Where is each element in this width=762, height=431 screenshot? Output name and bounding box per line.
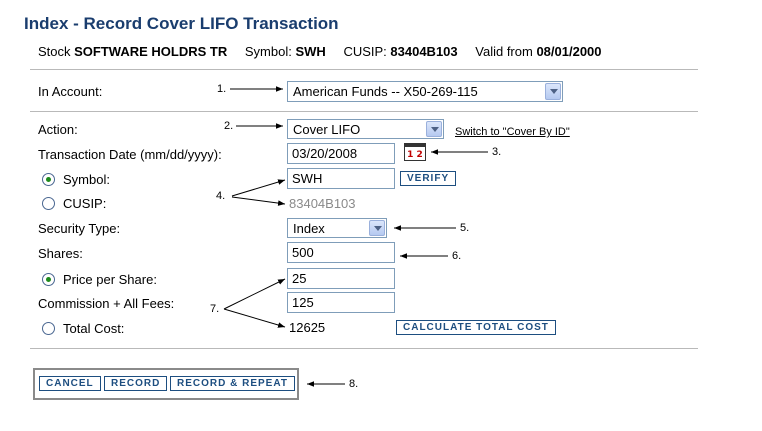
chevron-down-icon[interactable] [545, 83, 561, 100]
commission-input[interactable]: 125 [287, 292, 395, 313]
account-selected-value: American Funds -- X50-269-115 [293, 84, 478, 99]
cancel-button[interactable]: CANCEL [39, 376, 101, 391]
annotation-6: 6. [452, 250, 462, 262]
valid-from-label: Valid from [475, 44, 533, 59]
shares-label: Shares: [38, 246, 83, 261]
shares-input[interactable]: 500 [287, 242, 395, 263]
chevron-down-icon[interactable] [426, 121, 442, 137]
valid-from-date: 08/01/2000 [536, 44, 602, 59]
page-title: Index - Record Cover LIFO Transaction [24, 14, 339, 33]
account-label: In Account: [38, 84, 103, 99]
calendar-icon[interactable]: 1 2 [404, 143, 426, 161]
symbol-label: Symbol: [63, 172, 110, 187]
symbol-input[interactable]: SWH [287, 168, 395, 189]
calculate-total-cost-button[interactable]: CALCULATE TOTAL COST [396, 320, 556, 335]
switch-cover-by-id-link[interactable]: Switch to "Cover By ID" [455, 126, 570, 138]
stock-name: SOFTWARE HOLDRS TR [74, 44, 228, 59]
cusip-label: CUSIP: [343, 44, 387, 59]
cusip-radio[interactable] [42, 197, 55, 210]
security-type-select[interactable]: Index [287, 218, 387, 238]
action-label: Action: [38, 122, 78, 137]
symbol-label: Symbol: [244, 44, 292, 59]
symbol-value: SWH [295, 44, 326, 59]
annotation-8: 8. [349, 378, 359, 390]
divider [30, 111, 698, 112]
annotation-2: 2. [224, 120, 234, 132]
annotation-7: 7. [210, 303, 220, 315]
symbol-radio[interactable] [42, 173, 55, 186]
transaction-date-label: Transaction Date (mm/dd/yyyy): [38, 147, 222, 162]
cusip-value: 83404B103 [390, 44, 458, 59]
stock-label: Stock [38, 44, 71, 59]
total-cost-value: 12625 [289, 320, 326, 335]
action-button-group [33, 368, 299, 400]
total-cost-label: Total Cost: [63, 321, 125, 336]
security-type-label: Security Type: [38, 221, 121, 236]
account-select[interactable]: American Funds -- X50-269-115 [287, 81, 563, 102]
transaction-date-input[interactable]: 03/20/2008 [287, 143, 395, 164]
annotation-5: 5. [460, 222, 470, 234]
chevron-down-icon[interactable] [369, 220, 385, 236]
price-per-share-input[interactable]: 25 [287, 268, 395, 289]
verify-button[interactable]: VERIFY [400, 171, 457, 186]
price-per-share-radio[interactable] [42, 273, 55, 286]
stock-info-line: Stock SOFTWARE HOLDRS TR Symbol: SWH CUS… [38, 44, 602, 59]
security-type-selected-value: Index [293, 221, 325, 236]
divider [30, 348, 698, 349]
annotation-3: 3. [492, 146, 502, 158]
annotation-1: 1. [217, 83, 227, 95]
record-repeat-button[interactable]: RECORD & REPEAT [170, 376, 295, 391]
cusip-label: CUSIP: [63, 196, 107, 211]
cusip-value: 83404B103 [289, 196, 356, 211]
action-selected-value: Cover LIFO [293, 122, 361, 137]
record-button[interactable]: RECORD [104, 376, 168, 391]
action-select[interactable]: Cover LIFO [287, 119, 444, 139]
commission-label: Commission + All Fees: [38, 296, 175, 311]
annotation-4: 4. [216, 190, 226, 202]
total-cost-radio[interactable] [42, 322, 55, 335]
divider [30, 69, 698, 70]
price-per-share-label: Price per Share: [63, 272, 157, 287]
svg-text:1 2: 1 2 [407, 150, 423, 160]
